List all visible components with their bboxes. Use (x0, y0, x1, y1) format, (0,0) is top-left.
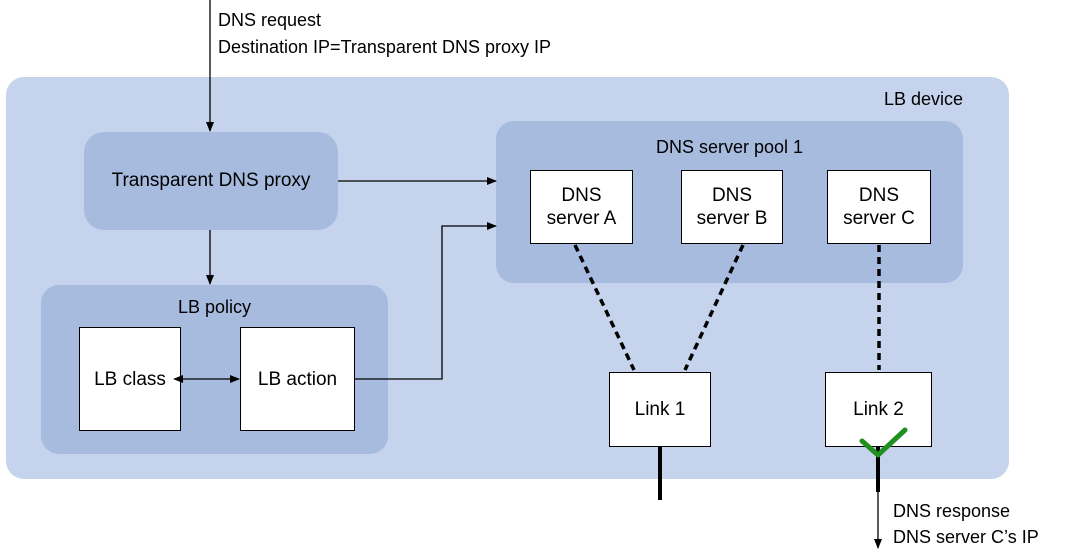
server-a-link-1-dotted (573, 244, 636, 371)
dns-server-b-box: DNS server B (681, 170, 783, 244)
lb-class-box: LB class (79, 327, 181, 431)
dns-server-pool-title: DNS server pool 1 (655, 137, 804, 157)
server-b-link-1-dotted (683, 244, 745, 371)
lb-policy-title: LB policy (177, 297, 252, 317)
dns-server-c-box: DNS server C (827, 170, 931, 244)
dns-server-a-box: DNS server A (530, 170, 633, 244)
response-label: DNS response (893, 501, 1011, 521)
action-to-pool-arrow (355, 222, 497, 380)
request-destination-label: Destination IP=Transparent DNS proxy IP (218, 37, 551, 57)
link-2-box: Link 2 (825, 372, 932, 447)
check-mark-icon (859, 427, 908, 458)
transparent-dns-proxy-node: Transparent DNS proxy (84, 132, 338, 230)
request-label: DNS request (218, 10, 322, 30)
transparent-dns-proxy-label: Transparent DNS proxy (111, 170, 311, 191)
lb-action-box: LB action (240, 327, 355, 431)
response-ip-label: DNS server C’s IP (893, 527, 1039, 547)
lb-device-label: LB device (884, 89, 964, 109)
link-1-box: Link 1 (609, 372, 711, 447)
